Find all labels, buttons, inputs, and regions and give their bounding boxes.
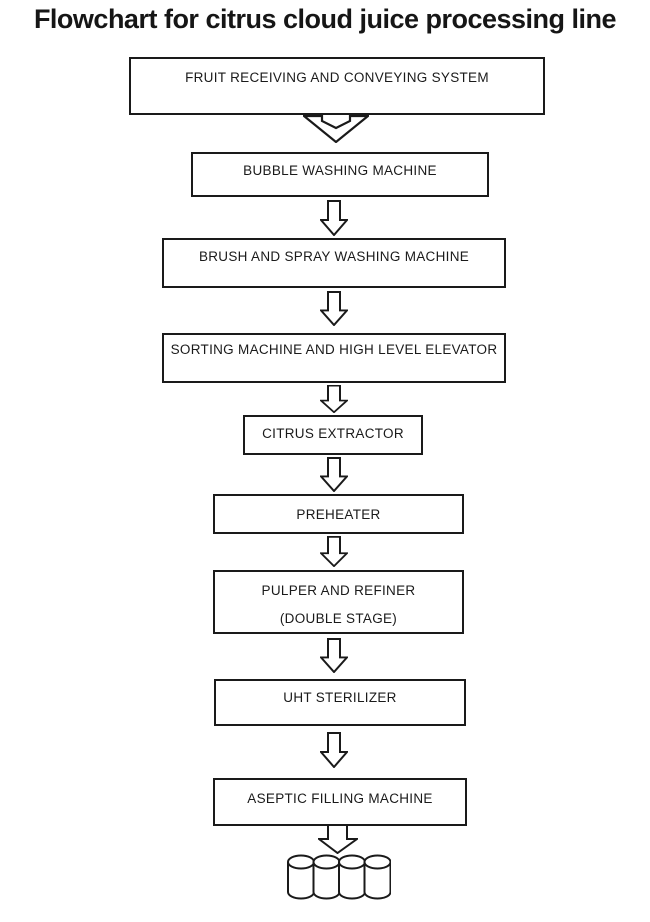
down-arrow-icon	[320, 638, 348, 673]
storage-drums-icon	[287, 854, 391, 900]
flow-step-label: SORTING MACHINE AND HIGH LEVEL ELEVATOR	[170, 342, 498, 357]
flow-step-brush-spray-washing: BRUSH AND SPRAY WASHING MACHINE	[162, 238, 506, 288]
down-arrow-icon	[320, 291, 348, 326]
flow-step-label: PULPER AND REFINER	[261, 583, 416, 598]
flow-step-label: UHT STERILIZER	[283, 690, 397, 705]
page-title: Flowchart for citrus cloud juice process…	[33, 4, 617, 34]
flow-step-label: BUBBLE WASHING MACHINE	[243, 163, 437, 178]
flow-step-label: CITRUS EXTRACTOR	[262, 426, 404, 441]
flow-step-aseptic-filling: ASEPTIC FILLING MACHINE	[213, 778, 467, 826]
down-arrow-icon	[320, 536, 348, 567]
down-arrow-icon	[320, 385, 348, 413]
down-arrow-icon	[318, 825, 358, 854]
flow-step-pulper-refiner: PULPER AND REFINER (DOUBLE STAGE)	[213, 570, 464, 634]
flow-step-sorting-elevator: SORTING MACHINE AND HIGH LEVEL ELEVATOR	[162, 333, 506, 383]
down-arrow-icon	[320, 732, 348, 768]
down-arrow-icon	[320, 457, 348, 492]
flow-step-uht-sterilizer: UHT STERILIZER	[214, 679, 466, 726]
flow-step-bubble-washing: BUBBLE WASHING MACHINE	[191, 152, 489, 197]
flow-step-label: ASEPTIC FILLING MACHINE	[247, 791, 433, 806]
notched-down-arrow-icon	[303, 114, 369, 143]
flow-step-label: BRUSH AND SPRAY WASHING MACHINE	[198, 249, 470, 264]
flow-step-citrus-extractor: CITRUS EXTRACTOR	[243, 415, 423, 455]
flow-step-sublabel: (DOUBLE STAGE)	[279, 611, 398, 626]
flow-step-label: FRUIT RECEIVING AND CONVEYING SYSTEM	[185, 70, 489, 85]
down-arrow-icon	[320, 200, 348, 236]
flow-step-label: PREHEATER	[296, 507, 381, 522]
flow-step-fruit-receiving: FRUIT RECEIVING AND CONVEYING SYSTEM	[129, 57, 545, 115]
flow-step-preheater: PREHEATER	[213, 494, 464, 534]
